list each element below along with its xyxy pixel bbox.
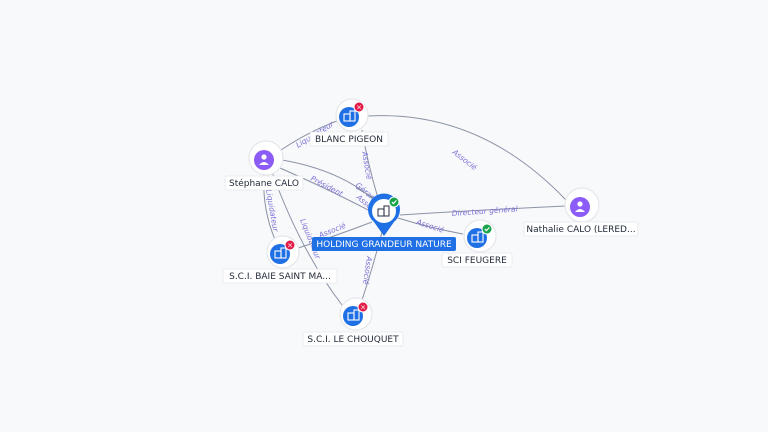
building-icon [347,309,360,321]
close-icon: × [356,104,362,112]
node-label-blanc-pigeon: BLANC PIGEON [315,135,383,145]
close-icon: × [287,242,293,250]
building-icon [343,110,356,122]
check-icon [391,199,397,205]
node-label-nathalie-calo: Nathalie CALO (LERED... [526,225,635,235]
person-icon [259,154,269,165]
node-sci-baie-saint-ma[interactable]: × S.C.I. BAIE SAINT MA... [222,235,338,284]
node-nathalie-calo[interactable]: Nathalie CALO (LERED... [523,187,639,237]
building-icon [471,231,484,243]
edge-holding-sci [397,217,464,235]
node-label-sci-feugere: SCI FEUGERE [447,256,507,266]
inactive-badge [353,101,365,113]
edge-nathalie-holding [399,205,567,216]
inactive-badge [357,301,369,313]
inactive-badge [284,239,296,251]
edge-stephane-holding [279,167,373,213]
node-label-holding: HOLDING GRANDEUR NATURE [316,240,452,250]
node-blanc-pigeon[interactable]: × BLANC PIGEON [309,98,389,147]
building-icon [377,205,390,217]
node-sci-feugere[interactable]: SCI FEUGERE [441,219,513,268]
edge-label-holding-chouquet: Associé [361,255,374,286]
node-holding-grandeur-nature[interactable]: HOLDING GRANDEUR NATURE [312,193,456,251]
node-label-sci-baie: S.C.I. BAIE SAINT MA... [229,272,331,282]
person-icon [575,201,585,212]
edge-nathalie-blanc [367,115,567,201]
node-sci-le-chouquet[interactable]: × S.C.I. LE CHOUQUET [302,297,404,347]
node-label-sci-chouquet: S.C.I. LE CHOUQUET [307,335,399,345]
edge-label-nathalie-holding: Directeur général [452,204,519,218]
node-stephane-calo[interactable]: Stéphane CALO [224,140,304,191]
edge-label-blanc-holding: Associé [360,150,374,181]
edge-label-nathalie-blanc: Associé [450,147,479,172]
check-icon [484,226,490,232]
active-badge [388,196,400,208]
active-badge [481,223,493,235]
node-label-stephane-calo: Stéphane CALO [229,178,299,189]
edge-label-holding-sci: Associé [414,217,445,235]
close-icon: × [360,304,366,312]
building-icon [274,247,287,259]
